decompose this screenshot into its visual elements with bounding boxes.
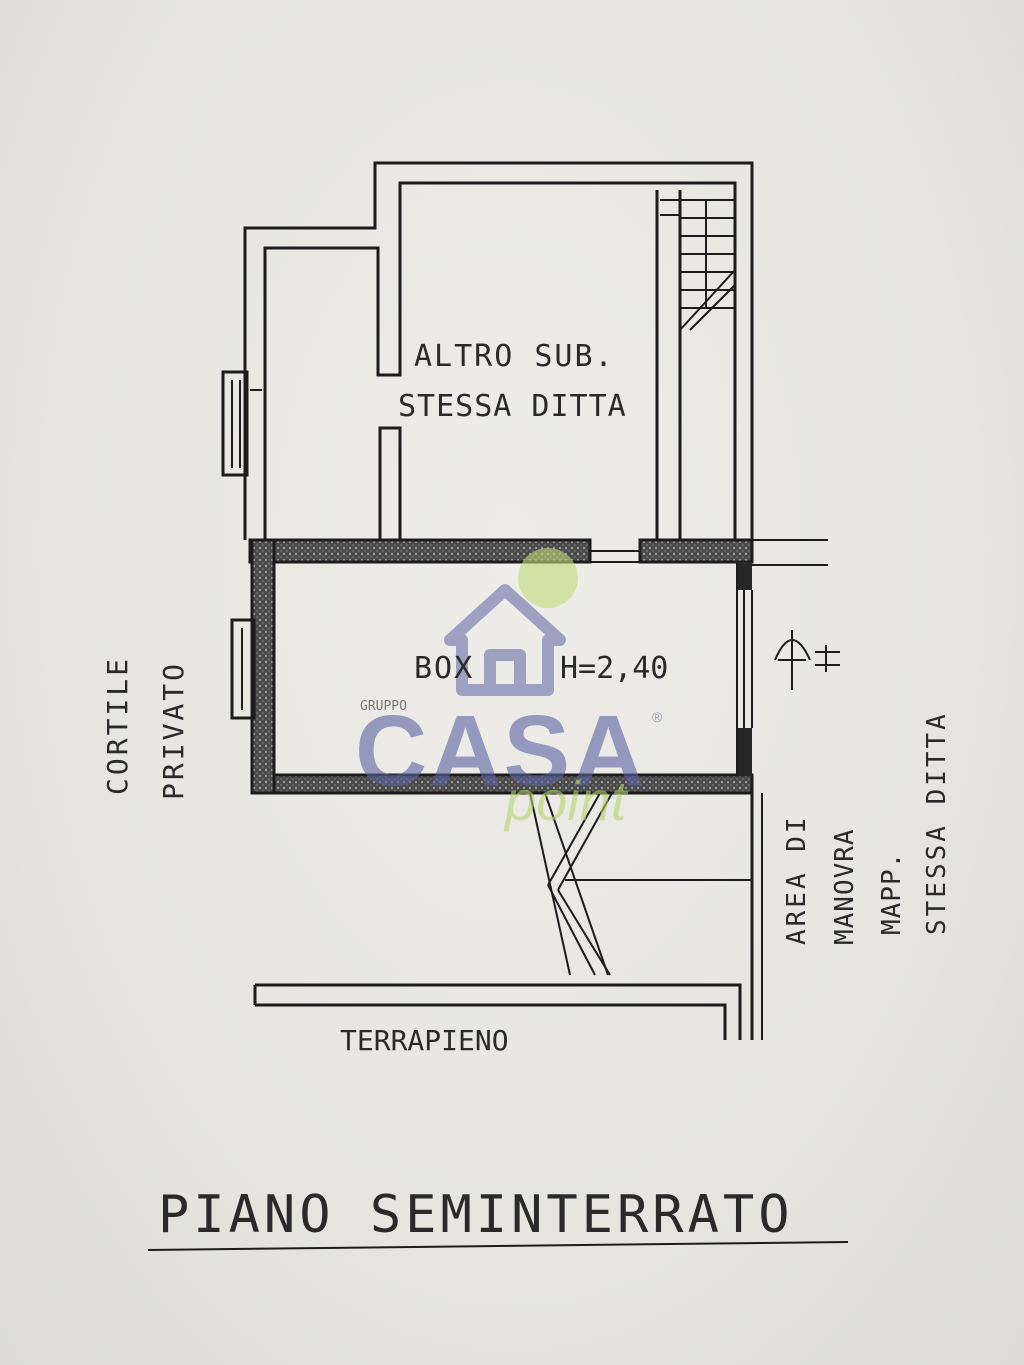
- label-stessa-ditta-side: STESSA DITTA: [922, 711, 952, 935]
- label-stessa-ditta-upper: STESSA DITTA: [398, 389, 627, 424]
- ramp-area: [253, 792, 763, 1040]
- watermark-brand: CASA: [355, 695, 646, 807]
- box-room-walls: [230, 538, 828, 795]
- casapoint-watermark: GRUPPO CASA ® point: [355, 548, 663, 832]
- label-box: BOX: [414, 651, 474, 686]
- watermark-dot-icon: [518, 548, 578, 608]
- watermark-sub: point: [503, 769, 629, 832]
- watermark-house-icon: [444, 584, 566, 696]
- watermark-gruppo: GRUPPO: [360, 699, 407, 714]
- watermark-registered: ®: [652, 709, 663, 725]
- plan-title: PIANO SEMINTERRATO: [158, 1185, 794, 1245]
- label-terrapieno: TERRAPIENO: [340, 1024, 509, 1057]
- label-privato: PRIVATO: [157, 661, 190, 800]
- access-arrow-icon: [774, 630, 840, 690]
- label-altro-sub: ALTRO SUB.: [414, 339, 615, 374]
- label-box-height: H=2,40: [560, 651, 668, 686]
- label-cortile: CORTILE: [101, 656, 134, 795]
- staircase: [660, 199, 736, 331]
- label-manovra: MANOVRA: [830, 828, 860, 945]
- label-area-di: AREA DI: [782, 814, 812, 945]
- title-underline: [147, 1241, 849, 1251]
- label-mapp: MAPP.: [877, 852, 907, 935]
- upper-room-walls: [221, 161, 754, 540]
